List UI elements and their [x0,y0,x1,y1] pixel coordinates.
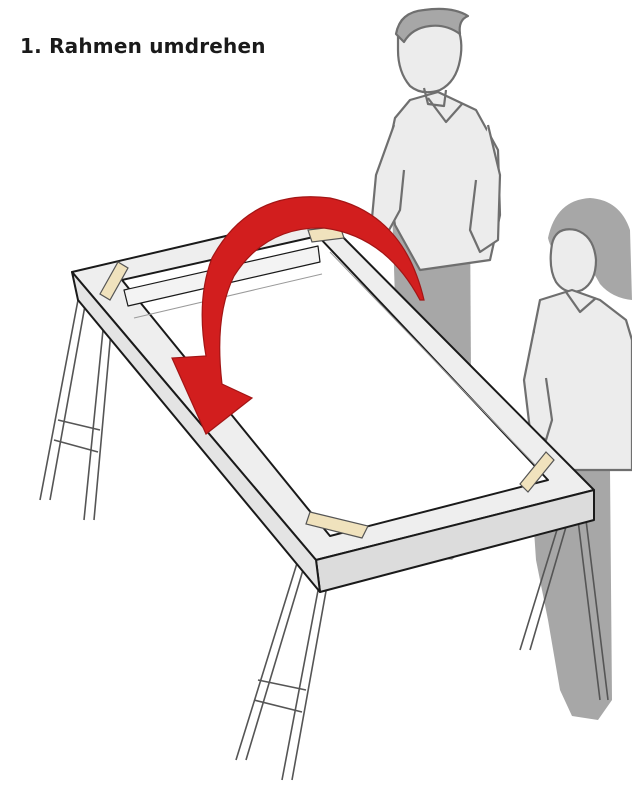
frame [72,214,594,592]
